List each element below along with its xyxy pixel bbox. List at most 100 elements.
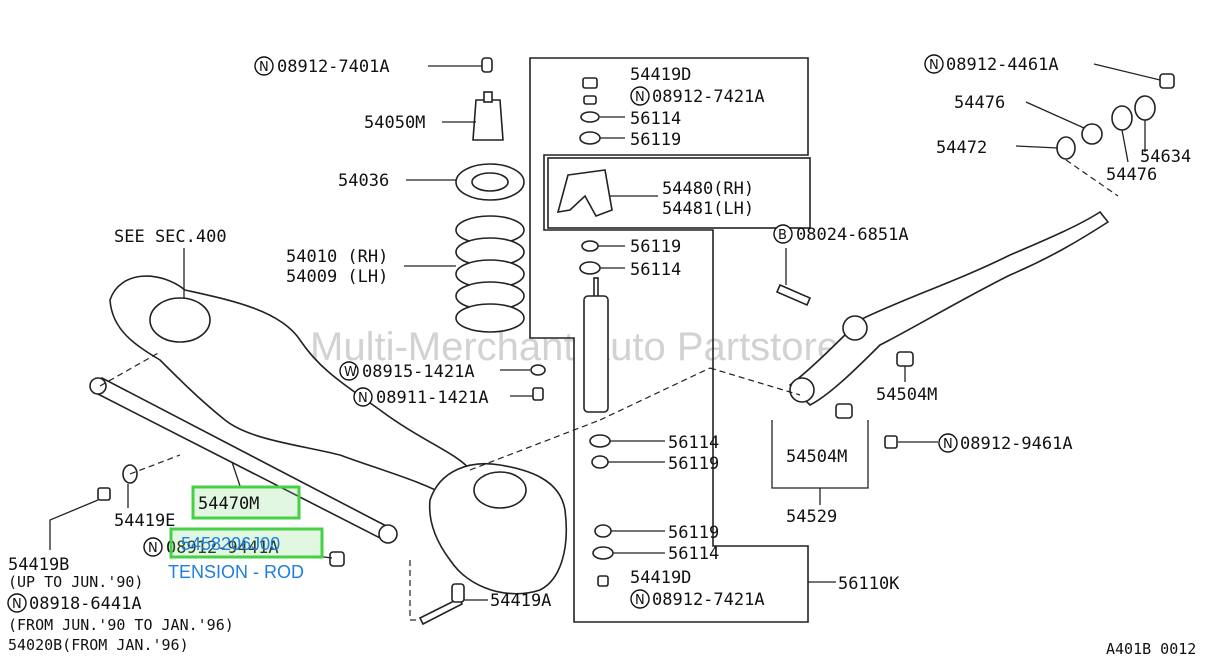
- label-54481: 54481(LH): [662, 199, 754, 219]
- label-54010: 54010 (RH): [286, 247, 388, 267]
- n-circle-icon: [7, 593, 27, 613]
- bolt-54419a-head: [451, 583, 465, 603]
- n-circle-letter: N: [929, 58, 939, 73]
- n-circle-letter: N: [358, 391, 368, 406]
- label-56114-bot: 56114: [668, 544, 719, 564]
- n-circle-letter: N: [148, 541, 158, 556]
- label-54472: 54472: [936, 138, 987, 158]
- label-see-sec: SEE SEC.400: [114, 227, 227, 247]
- n-circle-letter: N: [943, 437, 953, 452]
- w-circle-icon: [339, 361, 359, 381]
- hotspot-tension-rod[interactable]: 5458206J00 TENSION - ROD: [168, 527, 324, 582]
- bushing-56119-low: [591, 455, 609, 469]
- label-56110k: 56110K: [838, 574, 900, 594]
- label-56119-top: 56119: [630, 130, 681, 150]
- tension-rod-bush-right: [378, 524, 398, 544]
- bolt-08024-6851a: [775, 283, 812, 307]
- n-circle-letter: N: [635, 593, 645, 608]
- label-54419b: 54419B: [8, 555, 69, 575]
- label-56114-low: 56114: [668, 433, 719, 453]
- nut-54419d-bot: [597, 575, 609, 587]
- label-54036: 54036: [338, 171, 389, 191]
- hotspot-54470m-box[interactable]: [191, 485, 301, 520]
- label-54419d-bot: 54419D: [630, 568, 691, 588]
- label-54504m-b: 54504M: [786, 447, 847, 467]
- w-circle-letter: W: [344, 365, 357, 380]
- label-54476-bot: 54476: [1106, 165, 1157, 185]
- knuckle-hub: [473, 471, 527, 509]
- label-56114-mid: 56114: [630, 260, 681, 280]
- label-08912-7421a-bot: 08912-7421A: [652, 590, 765, 610]
- label-08912-4461a: 08912-4461A: [946, 55, 1059, 75]
- washer-56114-mid: [579, 261, 601, 275]
- label-54050m: 54050M: [364, 113, 425, 133]
- shock-upper-hardware: [579, 77, 601, 145]
- lower-link-arm: [788, 210, 1110, 406]
- hotspot-54470m[interactable]: 54470M: [191, 485, 301, 520]
- label-up-to-jun-90: (UP TO JUN.'90): [8, 573, 143, 591]
- label-56119-mid: 56119: [630, 237, 681, 257]
- nut-08912-9461a: [884, 435, 898, 449]
- label-08915-1421a: 08915-1421A: [362, 362, 475, 382]
- label-54504m-a: 54504M: [876, 385, 937, 405]
- n-circle-icon: [938, 433, 958, 453]
- n-circle-icon: [630, 86, 650, 106]
- label-54634: 54634: [1140, 147, 1191, 167]
- diagram-code: A401B 0012: [1106, 640, 1196, 658]
- shock-absorber-group-box: [529, 57, 809, 623]
- label-54419a: 54419A: [490, 591, 551, 611]
- spring-seat-inner: [471, 172, 509, 192]
- n-circle-icon: [924, 54, 944, 74]
- n-circle-letter: N: [259, 60, 269, 75]
- bump-rubber-54050m: [472, 99, 504, 141]
- b-circle-letter: B: [778, 228, 787, 243]
- bushing-54504m-b: [835, 403, 853, 419]
- washer-56114-bot: [592, 546, 614, 560]
- n-circle-icon: [630, 589, 650, 609]
- washer-08915-1421a: [530, 364, 546, 376]
- label-08918-6441a: 08918-6441A: [29, 594, 142, 614]
- bushing-56119-mid: [581, 240, 599, 252]
- tension-rod-name-link[interactable]: TENSION - ROD: [168, 562, 304, 582]
- leader-lines: [49, 63, 1161, 601]
- bushing-54504m-a: [896, 351, 914, 367]
- n-circle-icon: [254, 56, 274, 76]
- label-54009: 54009 (LH): [286, 267, 388, 287]
- shock-absorber-body: [583, 295, 609, 413]
- label-54476-top: 54476: [954, 93, 1005, 113]
- label-56114-top: 56114: [630, 109, 681, 129]
- label-56119-bot: 56119: [668, 523, 719, 543]
- label-54419e: 54419E: [114, 511, 175, 531]
- tension-rod-bush-left: [89, 377, 107, 395]
- mount-bracket-box: [547, 157, 811, 229]
- label-08912-7421a-top: 08912-7421A: [652, 87, 765, 107]
- n-circle-icon: [143, 537, 163, 557]
- dashed-guides: [99, 159, 1119, 621]
- knuckle: [428, 463, 568, 595]
- label-54020b: 54020B(FROM JAN.'96): [8, 636, 189, 654]
- label-08024-6851a: 08024-6851A: [796, 225, 909, 245]
- bump-rubber-stud: [483, 91, 493, 103]
- link-arm-end-hardware: [1056, 73, 1175, 160]
- label-08912-9461a: 08912-9461A: [960, 434, 1073, 454]
- link-arm-bush-upper: [842, 315, 868, 341]
- hotspot-54470m-label[interactable]: 54470M: [198, 494, 259, 514]
- label-54480: 54480(RH): [662, 179, 754, 199]
- link-arm-bush-lower: [789, 377, 815, 403]
- nut-08911-1421a: [532, 387, 544, 401]
- hotspot-tension-rod-box[interactable]: [169, 527, 324, 559]
- bolt-54419a: [418, 596, 463, 626]
- tension-rod-part-number-link[interactable]: 5458206J00: [181, 534, 280, 554]
- label-54529: 54529: [786, 507, 837, 527]
- washer-56114-low: [589, 434, 611, 448]
- label-08912-9441a: 08912-9441A: [166, 538, 279, 558]
- nut-08912-7401a: [481, 57, 493, 73]
- coil-spring-54010: [455, 215, 525, 333]
- differential-cover: [149, 297, 211, 343]
- label-08912-7401a: 08912-7401A: [277, 57, 390, 77]
- shock-mount-bracket: [556, 169, 613, 217]
- n-circle-letter: N: [12, 597, 22, 612]
- bushing-56119-bot: [594, 524, 612, 538]
- label-54419d-top: 54419D: [630, 65, 691, 85]
